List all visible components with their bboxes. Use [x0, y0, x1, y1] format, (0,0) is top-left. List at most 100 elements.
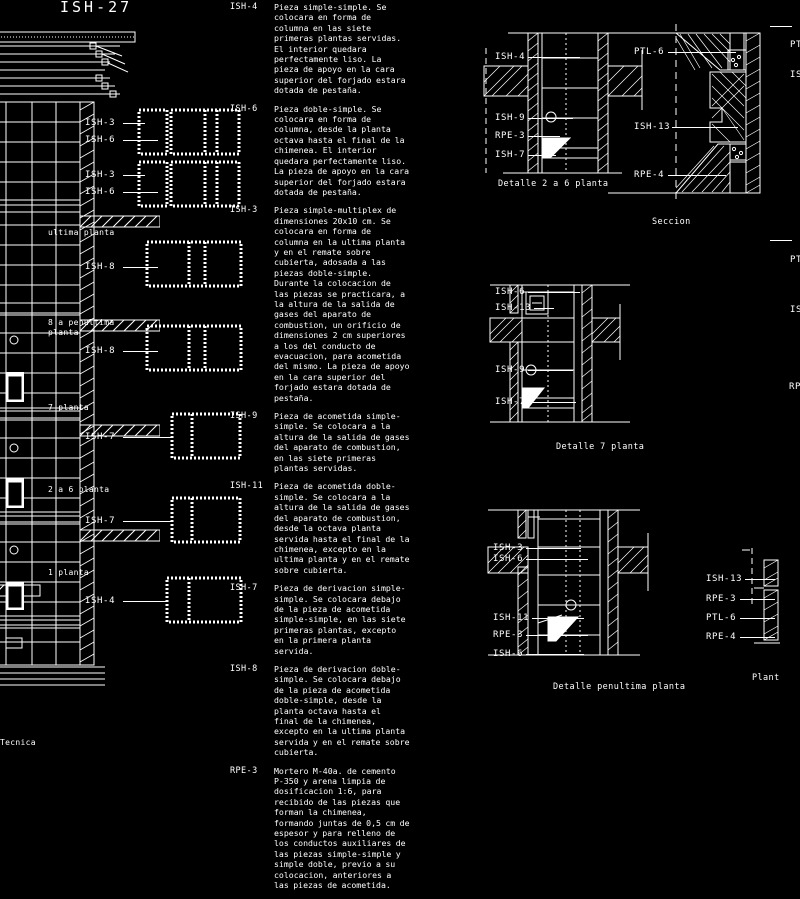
block-diagram-ish-7-b — [170, 496, 242, 546]
detail-drawing-seccion — [600, 10, 780, 200]
spec-item: RPE-3 Mortero M-40a. de cemento P-350 y … — [230, 766, 410, 891]
leader-line — [526, 559, 588, 560]
floor-label-7-planta: 7 planta — [48, 403, 89, 412]
spec-code: ISH-11 — [230, 481, 264, 492]
spec-text: Pieza de acometida simple-simple. Se col… — [274, 411, 410, 474]
detail1-label-ish-9: ISH-9 — [495, 113, 526, 123]
detail4-label-rpe-3: RPE-3 — [493, 630, 524, 640]
spec-item: ISH-3 Pieza simple-multiplex de dimensio… — [230, 205, 410, 403]
leader-line — [123, 351, 158, 352]
spec-text: Pieza de acometida doble-simple. Se colo… — [274, 481, 410, 575]
leader-line — [745, 579, 775, 580]
detail5-label-rpe-4: RPE-4 — [706, 632, 737, 642]
floor-label-8-a-penultima-planta: 8 a penultima planta — [48, 318, 115, 337]
leader-line — [123, 521, 173, 522]
block-code-ish-8-a: ISH-8 — [85, 262, 116, 272]
footer-label-tecnica: Tecnica — [0, 738, 36, 747]
detail1-caption: Detalle 2 a 6 planta — [498, 179, 609, 189]
detail5-label-ish-13: ISH-13 — [706, 574, 743, 584]
spec-item: ISH-11 Pieza de acometida doble-simple. … — [230, 481, 410, 575]
detail3-label-ish-9: ISH-9 — [495, 365, 526, 375]
leader-line — [528, 402, 576, 403]
block-code-ish-6-b: ISH-6 — [85, 187, 116, 197]
detail4-label-ish-6-bottom: ISH-6 — [493, 649, 524, 659]
block-code-ish-3-a: ISH-3 — [85, 118, 116, 128]
detail3-label-ish-7: ISH-7 — [495, 397, 526, 407]
spec-item: ISH-6 Pieza doble-simple. Se colocara en… — [230, 104, 410, 198]
spec-text: Pieza doble-simple. Se colocara en forma… — [274, 103, 410, 197]
detail1-label-ish-4: ISH-4 — [495, 52, 526, 62]
block-diagram-ish-8-a — [145, 240, 243, 290]
block-diagram-ish-8-b — [145, 324, 243, 374]
block-code-ish-7-b: ISH-7 — [85, 516, 116, 526]
leader-line — [526, 548, 581, 549]
spec-text: Pieza simple-simple. Se colocara en form… — [274, 2, 406, 96]
detail1-label-rpe-3: RPE-3 — [495, 131, 526, 141]
edge-label-ish-top: IS — [790, 70, 800, 80]
edge-label-ish-mid: IS — [790, 305, 800, 315]
detail5-label-rpe-3: RPE-3 — [706, 594, 737, 604]
floor-label-ultima-planta: ultima planta — [48, 228, 115, 237]
spec-code: ISH-6 — [230, 103, 258, 114]
detail5-caption: Plant — [752, 673, 780, 683]
block-diagram-ish-3-6-b — [137, 160, 242, 212]
leader-line — [123, 267, 158, 268]
chimney-elevation-drawing — [0, 30, 160, 690]
leader-line — [123, 123, 145, 124]
spec-code: ISH-7 — [230, 583, 258, 594]
spec-code: ISH-8 — [230, 663, 258, 674]
detail1-label-ish-7: ISH-7 — [495, 150, 526, 160]
spec-item: ISH-8 Pieza de derivacion doble-simple. … — [230, 664, 410, 758]
leader-line — [740, 618, 775, 619]
detail4-caption: Detalle penultima planta — [553, 682, 686, 692]
edge-label-ptl-mid: PT — [790, 255, 800, 265]
detail2-label-ish-13: ISH-13 — [634, 122, 671, 132]
leader-line — [528, 118, 573, 119]
leader-line — [532, 618, 584, 619]
leader-line — [668, 175, 726, 176]
spec-text: Pieza de derivacion simple-simple. Se co… — [274, 583, 406, 656]
block-diagram-ish-4-a — [165, 576, 243, 626]
floor-label-2-a-6-planta: 2 a 6 planta — [48, 485, 110, 494]
leader-line — [672, 127, 738, 128]
edge-label-rpe-mid: RP — [789, 382, 800, 392]
spec-text: Pieza de derivacion doble-simple. Se col… — [274, 663, 410, 758]
detail3-caption: Detalle 7 planta — [556, 442, 645, 452]
leader-line — [526, 654, 584, 655]
block-diagram-ish-3-6-a — [137, 108, 242, 160]
detail-drawing-2-a-6-planta — [470, 10, 650, 190]
detail3-label-ish-6: ISH-6 — [495, 287, 526, 297]
leader-line — [740, 637, 775, 638]
spec-text: Mortero M-40a. de cemento P-350 y arena … — [274, 765, 410, 891]
page-title: ISH-27 — [60, 0, 133, 16]
detail5-label-ptl-6: PTL-6 — [706, 613, 737, 623]
block-code-ish-3-b: ISH-3 — [85, 170, 116, 180]
block-code-ish-4-a: ISH-4 — [85, 596, 116, 606]
spec-code: ISH-3 — [230, 205, 258, 216]
leader-line — [740, 599, 775, 600]
spec-code: ISH-4 — [230, 2, 258, 12]
leader-line — [123, 175, 145, 176]
spec-text: Pieza simple-multiplex de dimensiones 20… — [274, 205, 410, 403]
spec-item: ISH-4 Pieza simple-simple. Se colocara e… — [230, 2, 410, 96]
leader-line — [534, 308, 554, 309]
spec-item: ISH-9 Pieza de acometida simple-simple. … — [230, 411, 410, 473]
block-code-ish-6-a: ISH-6 — [85, 135, 116, 145]
spec-item: ISH-7 Pieza de derivacion simple-simple.… — [230, 583, 410, 656]
spec-code: RPE-3 — [230, 765, 258, 776]
detail3-label-ish-13: ISH-13 — [495, 303, 532, 313]
detail4-label-ish-6-top: ISH-6 — [493, 554, 524, 564]
edge-label-ptl-top: PT — [790, 40, 800, 50]
spec-code: ISH-9 — [230, 411, 258, 422]
leader-line — [770, 26, 792, 27]
leader-line — [526, 635, 588, 636]
block-diagram-ish-7-a — [170, 412, 242, 462]
leader-line — [528, 292, 580, 293]
leader-line — [528, 136, 560, 137]
specification-list: ISH-4 Pieza simple-simple. Se colocara e… — [230, 2, 410, 899]
detail4-label-ish-11: ISH-11 — [493, 613, 530, 623]
detail-drawing-penultima-planta — [470, 505, 670, 665]
leader-line — [528, 155, 556, 156]
leader-line — [668, 52, 736, 53]
leader-line — [770, 240, 792, 241]
